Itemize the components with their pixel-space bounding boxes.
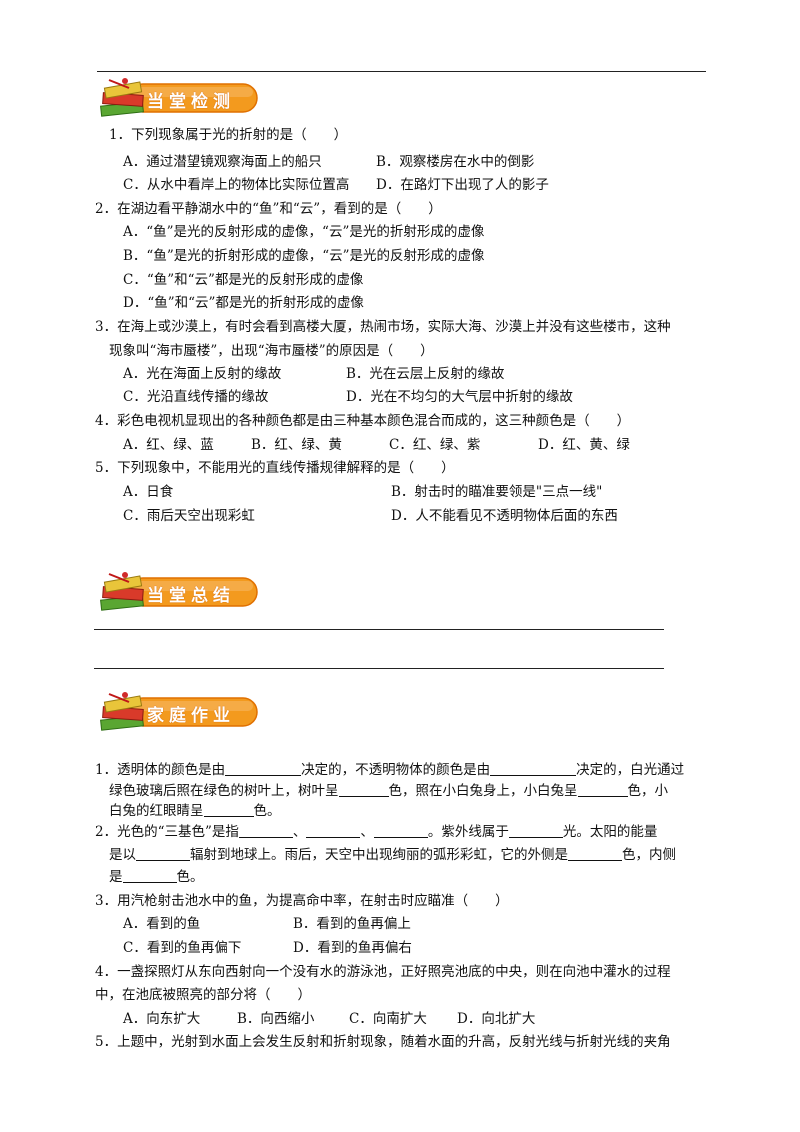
hw-text: 色，内侧 — [622, 847, 676, 863]
hw-text: 辐射到地球上。雨后，天空中出现绚丽的弧形彩虹，它的外侧是 — [190, 847, 568, 863]
option-1a: A．通过潜望镜观察海面上的船只 — [123, 154, 322, 170]
hw-option-3c: C．看到的鱼再偏下 — [123, 940, 242, 956]
hw-text: 2．光色的“三基色”是指 — [95, 824, 239, 840]
option-5c: C．雨后天空出现彩虹 — [123, 508, 255, 524]
option-3d: D．光在不均匀的大气层中折射的缘故 — [346, 389, 573, 405]
hw-text: 、 — [360, 824, 374, 840]
option-5d: D．人不能看见不透明物体后面的东西 — [391, 508, 618, 524]
fill-blank[interactable] — [568, 846, 622, 861]
option-1d: D．在路灯下出现了人的影子 — [376, 177, 549, 193]
hw-question-3: 3．用汽枪射击池水中的鱼，为提高命中率，在射击时应瞄准（ ） — [95, 893, 509, 909]
option-2c: C．“鱼”和“云”都是光的反射形成的虚像 — [123, 272, 364, 288]
fill-blank[interactable] — [338, 782, 389, 797]
hw-question-4-cont: 中，在池底被照亮的部分将（ ） — [95, 987, 311, 1003]
hw-text: 是以 — [109, 847, 136, 863]
hw-question-5: 5．上题中，光射到水面上会发生反射和折射现象，随着水面的升高，反射光线与折射光线… — [95, 1034, 671, 1050]
option-3a: A．光在海面上反射的缘故 — [123, 366, 282, 382]
section-title: 当堂检测 — [147, 92, 235, 112]
hw-text: 1．透明体的颜色是由 — [95, 762, 226, 778]
fill-blank[interactable] — [373, 823, 428, 838]
hw-option-3b: B．看到的鱼再偏上 — [293, 916, 411, 932]
fill-blank[interactable] — [225, 761, 302, 776]
hw-question-1-cont: 绿色玻璃后照在绿色的树叶上，树叶呈 色，照在小白兔身上，小白兔呈 色，小 — [109, 781, 668, 801]
fill-blank[interactable] — [203, 802, 254, 817]
section-title: 家庭作业 — [147, 706, 235, 726]
option-5b: B．射击时的瞄准要领是"三点一线" — [391, 484, 603, 500]
section-banner-summary: 当堂总结 — [95, 568, 265, 616]
hw-text: 色。 — [253, 803, 281, 819]
section-title: 当堂总结 — [147, 586, 235, 606]
hw-text: 是 — [109, 869, 123, 885]
question-3: 3．在海上或沙漠上，有时会看到高楼大厦，热闹市场，实际大海、沙漠上并没有这些楼市… — [95, 319, 671, 335]
section-banner-homework: 家庭作业 — [95, 688, 265, 736]
hw-question-1: 1．透明体的颜色是由 决定的，不透明物体的颜色是由 决定的，白光通过 — [95, 760, 684, 780]
option-4d: D．红、黄、绿 — [538, 437, 630, 453]
hw-option-3d: D．看到的鱼再偏右 — [293, 940, 412, 956]
fill-blank[interactable] — [577, 782, 628, 797]
hw-text: 色。 — [176, 869, 204, 885]
hw-text: 色，小 — [627, 783, 669, 799]
option-3c: C．光沿直线传播的缘故 — [123, 389, 269, 405]
hw-text: 绿色玻璃后照在绿色的树叶上，树叶呈 — [109, 783, 339, 799]
book-stack-icon — [100, 78, 258, 117]
hw-option-4c: C．向南扩大 — [349, 1011, 427, 1027]
summary-blank-line[interactable] — [94, 668, 664, 669]
hw-text: 决定的，不透明物体的颜色是由 — [301, 762, 491, 778]
question-2: 2．在湖边看平静湖水中的“鱼”和“云”，看到的是（ ） — [95, 201, 442, 217]
fill-blank[interactable] — [136, 846, 190, 861]
option-1c: C．从水中看岸上的物体比实际位置高 — [123, 177, 350, 193]
hw-option-4d: D．向北扩大 — [457, 1011, 536, 1027]
option-2a: A．“鱼”是光的反射形成的虚像，“云”是光的折射形成的虚像 — [123, 224, 485, 240]
hw-question-2-cont: 是以 辐射到地球上。雨后，天空中出现绚丽的弧形彩虹，它的外侧是 色，内侧 — [109, 845, 676, 865]
option-5a: A．日食 — [123, 484, 174, 500]
option-1b: B．观察楼房在水中的倒影 — [376, 154, 535, 170]
summary-blank-line[interactable] — [94, 629, 664, 630]
hw-option-4b: B．向西缩小 — [237, 1011, 315, 1027]
hw-option-4a: A．向东扩大 — [123, 1011, 201, 1027]
fill-blank[interactable] — [490, 761, 577, 776]
hw-question-2: 2．光色的“三基色”是指 、 、 。紫外线属于 光。太阳的能量 — [95, 822, 657, 842]
hw-text: 。紫外线属于 — [427, 824, 509, 840]
header-rule — [97, 71, 706, 72]
book-stack-icon — [100, 692, 258, 731]
hw-text: 白兔的红眼睛呈 — [109, 803, 204, 819]
hw-text: 色，照在小白兔身上，小白兔呈 — [388, 783, 578, 799]
hw-text: 光。太阳的能量 — [562, 824, 658, 840]
hw-question-2-cont: 是 色。 — [109, 867, 204, 887]
fill-blank[interactable] — [306, 823, 361, 838]
question-3-cont: 现象叫“海市蜃楼”，出现“海市蜃楼”的原因是（ ） — [109, 343, 434, 359]
fill-blank[interactable] — [122, 868, 177, 883]
option-4a: A．红、绿、蓝 — [123, 437, 214, 453]
fill-blank[interactable] — [508, 823, 563, 838]
hw-option-3a: A．看到的鱼 — [123, 916, 201, 932]
option-2b: B．“鱼”是光的折射形成的虚像，“云”是光的反射形成的虚像 — [123, 248, 485, 264]
hw-question-4: 4．一盏探照灯从东向西射向一个没有水的游泳池，正好照亮池底的中央，则在向池中灌水… — [95, 964, 671, 980]
option-4c: C．红、绿、紫 — [389, 437, 481, 453]
fill-blank[interactable] — [238, 823, 293, 838]
option-2d: D．“鱼”和“云”都是光的折射形成的虚像 — [123, 295, 364, 311]
section-banner-quiz: 当堂检测 — [95, 74, 265, 122]
hw-text: 决定的，白光通过 — [576, 762, 685, 778]
question-1: 1．下列现象属于光的折射的是（ ） — [109, 127, 348, 143]
book-stack-icon — [100, 572, 258, 611]
question-4: 4．彩色电视机显现出的各种颜色都是由三种基本颜色混合而成的，这三种颜色是（ ） — [95, 413, 631, 429]
question-5: 5．下列现象中，不能用光的直线传播规律解释的是（ ） — [95, 460, 455, 476]
option-4b: B．红、绿、黄 — [251, 437, 342, 453]
hw-text: 、 — [292, 824, 307, 840]
option-3b: B．光在云层上反射的缘故 — [346, 366, 505, 382]
hw-question-1-cont: 白兔的红眼睛呈 色。 — [109, 801, 281, 821]
